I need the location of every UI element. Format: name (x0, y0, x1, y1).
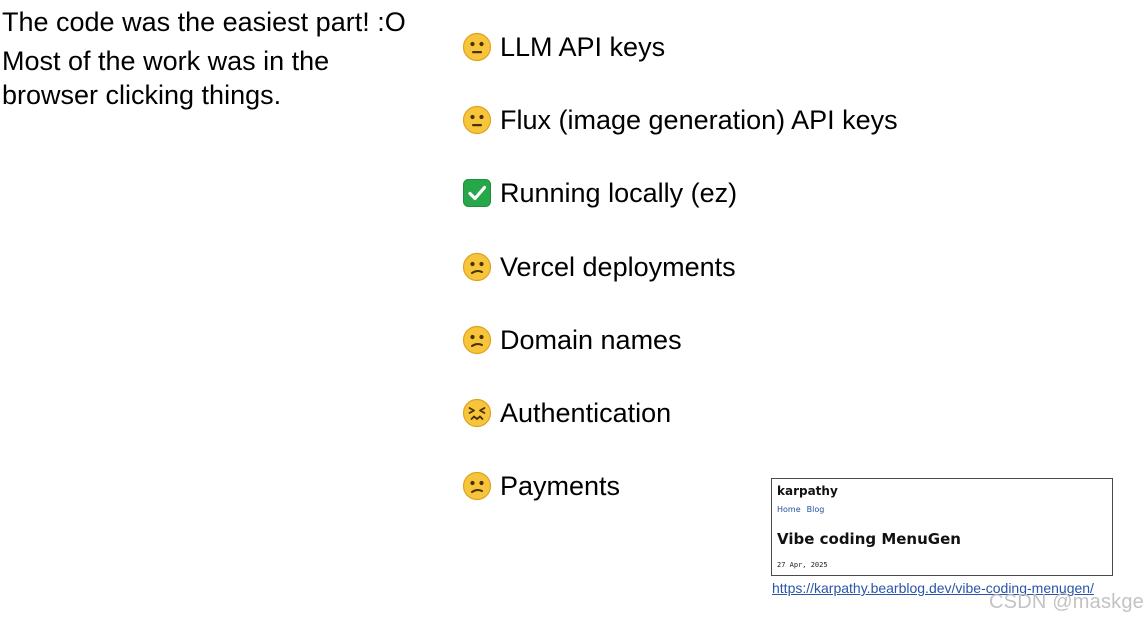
slide-title: The code was the easiest part! :O (2, 7, 406, 37)
preview-nav: Home Blog (777, 505, 824, 514)
list-item: Authentication (462, 396, 1122, 469)
checklist: LLM API keys Flux (image generation) API… (462, 30, 1122, 542)
confounded-face-icon (462, 398, 492, 428)
slide-note: Most of the work was in the browser clic… (2, 44, 422, 112)
slide-note-line-2: browser clicking things. (2, 80, 282, 110)
list-item: Flux (image generation) API keys (462, 103, 1122, 176)
preview-nav-home-link[interactable]: Home (777, 505, 801, 514)
preview-site-name: karpathy (777, 484, 838, 498)
list-item: Domain names (462, 323, 1122, 396)
green-check-box-icon (462, 178, 492, 208)
confused-face-icon (462, 252, 492, 282)
list-item-label: Flux (image generation) API keys (500, 105, 898, 136)
list-item-label: Vercel deployments (500, 251, 736, 282)
list-item: Vercel deployments (462, 250, 1122, 323)
neutral-face-icon (462, 105, 492, 135)
preview-nav-blog-link[interactable]: Blog (806, 505, 825, 514)
confused-face-icon (462, 325, 492, 355)
list-item-label: Payments (500, 471, 621, 502)
blog-post-link[interactable]: https://karpathy.bearblog.dev/vibe-codin… (772, 580, 1094, 596)
list-item-label: Authentication (500, 397, 672, 428)
list-item-label: LLM API keys (500, 32, 666, 62)
blog-preview-card: karpathy Home Blog Vibe coding MenuGen 2… (771, 478, 1113, 576)
preview-post-title: Vibe coding MenuGen (777, 530, 961, 548)
list-item-label: Running locally (ez) (500, 178, 738, 209)
neutral-face-icon (462, 32, 492, 62)
preview-post-date: 27 Apr, 2025 (777, 561, 828, 569)
list-item: Payments (462, 469, 1122, 542)
list-item-label: Domain names (500, 324, 682, 355)
list-item: LLM API keys (462, 30, 1122, 103)
watermark: CSDN @maskge (989, 591, 1144, 613)
list-item: Running locally (ez) (462, 176, 1122, 249)
slide-note-line-1: Most of the work was in the (2, 46, 330, 76)
confused-face-icon (462, 471, 492, 501)
